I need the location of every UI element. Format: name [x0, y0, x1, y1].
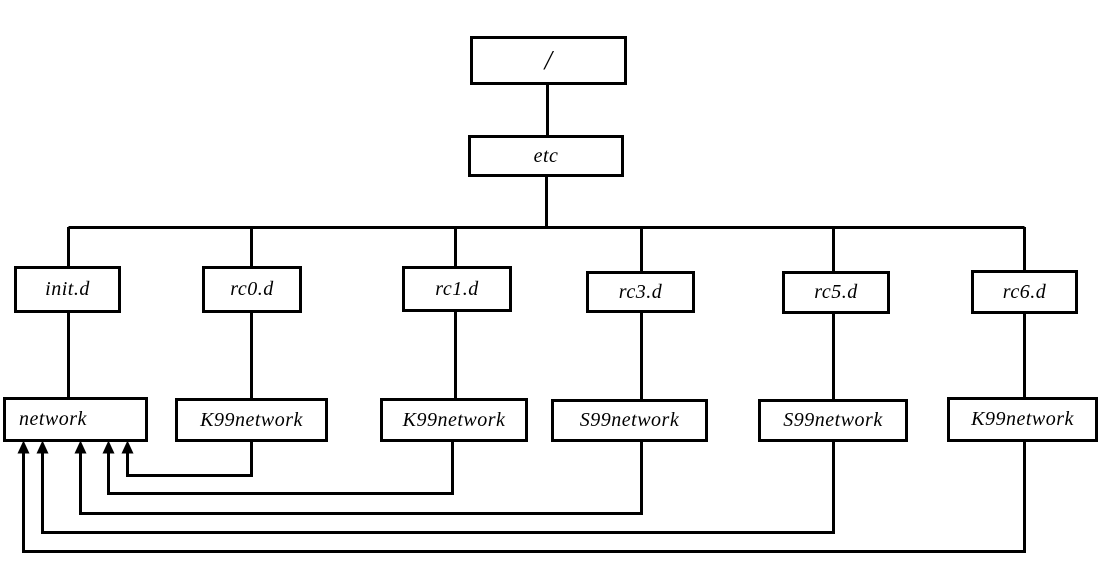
- arrowhead-icon: [36, 440, 49, 454]
- symlink-s99-rc3-network: [79, 442, 643, 515]
- symlink-k99-rc0-network: [126, 442, 253, 477]
- node-k99network-rc1: K99network: [380, 398, 528, 442]
- symlink-k99-rc1-network: [107, 442, 454, 495]
- node-rc5-d: rc5.d: [782, 271, 890, 314]
- arrowhead-icon: [17, 440, 30, 454]
- node-s99network-rc3: S99network: [551, 399, 708, 442]
- symlink-s99-rc5-network: [41, 442, 835, 534]
- arrowhead-icon: [102, 440, 115, 454]
- node-s99network-rc5: S99network: [758, 399, 908, 442]
- node-k99network-rc6: K99network: [947, 397, 1098, 442]
- node-etc: etc: [468, 135, 624, 177]
- node-network: network: [3, 397, 148, 442]
- node-rc1-d: rc1.d: [402, 266, 512, 312]
- node-root: /: [470, 36, 627, 85]
- arrowhead-icon: [74, 440, 87, 454]
- node-init-d: init.d: [14, 266, 121, 313]
- node-rc6-d: rc6.d: [971, 270, 1078, 314]
- symlink-k99-rc6-network: [22, 442, 1026, 553]
- node-rc0-d: rc0.d: [202, 266, 302, 313]
- node-k99network-rc0: K99network: [175, 398, 328, 442]
- node-rc3-d: rc3.d: [586, 271, 695, 313]
- arrowhead-icon: [121, 440, 134, 454]
